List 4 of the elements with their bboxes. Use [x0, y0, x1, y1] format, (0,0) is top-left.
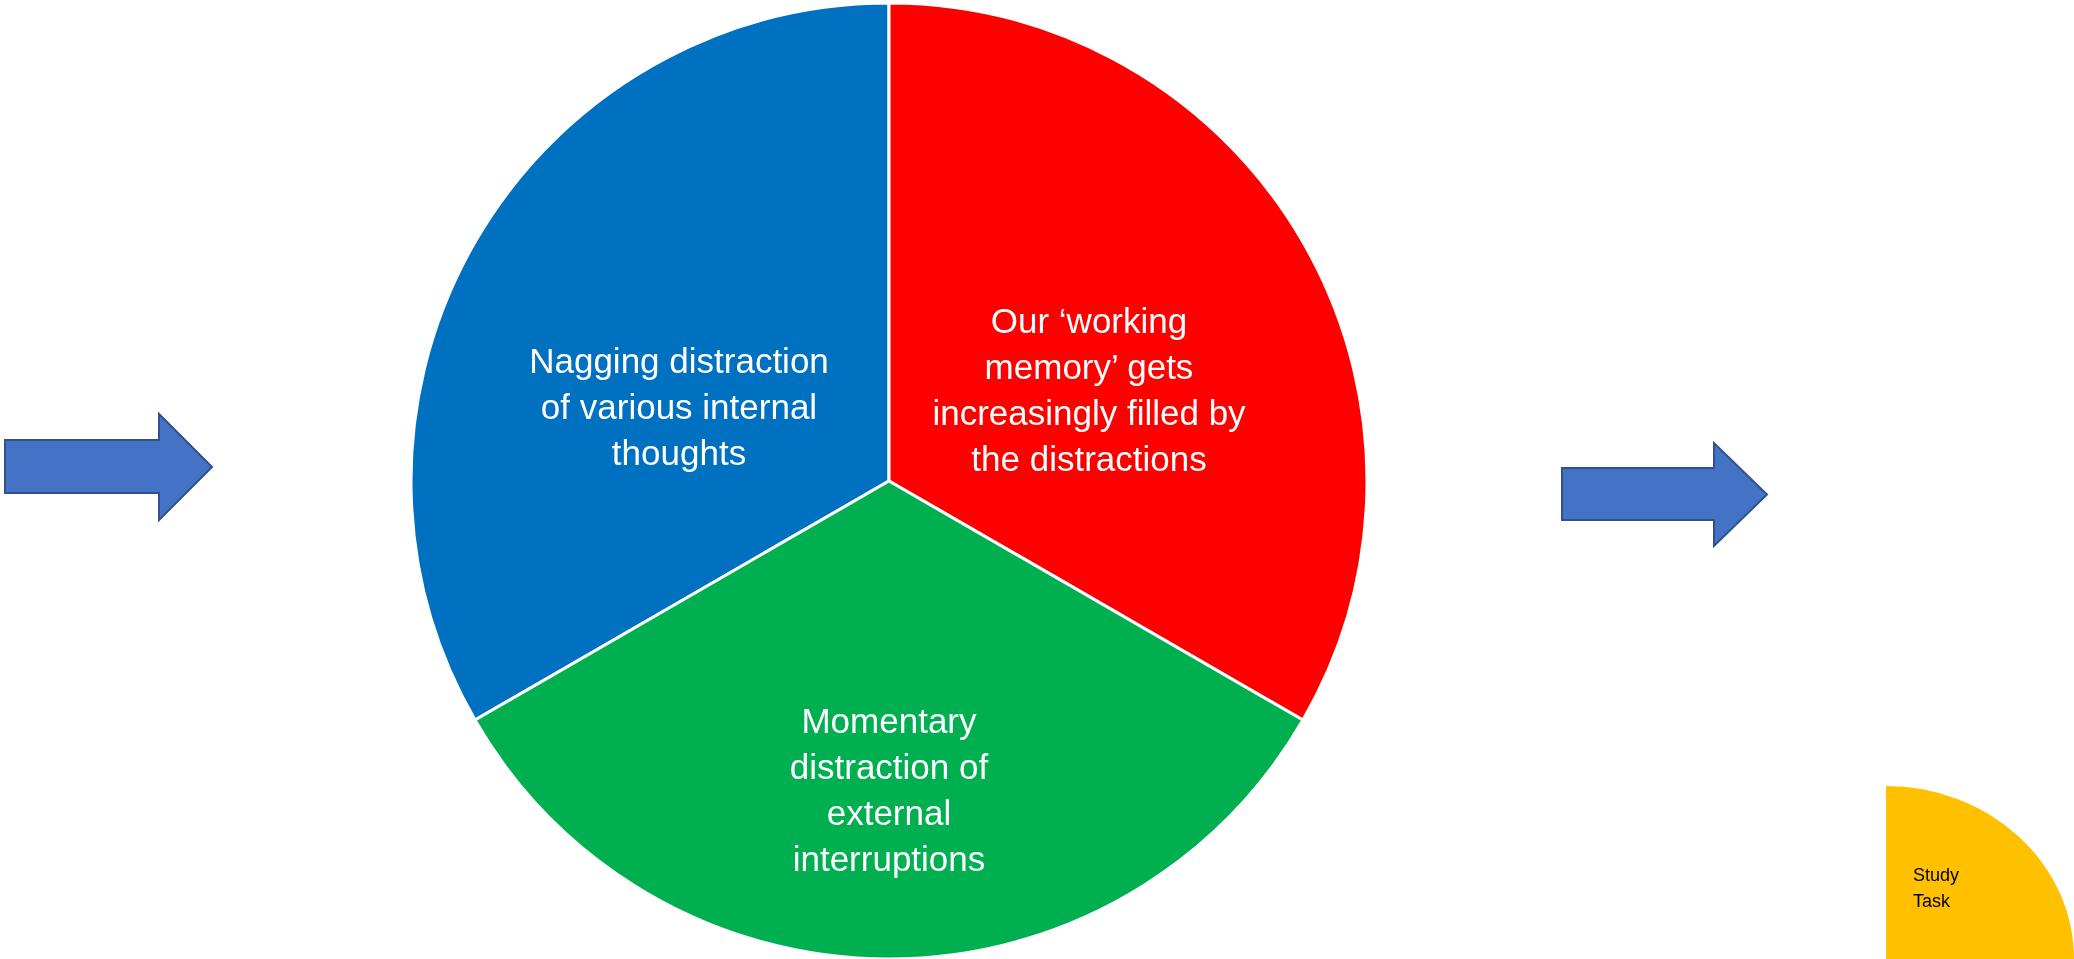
- slice-text: Momentary distraction of external interruptions: [788, 700, 990, 880]
- slice-text: Nagging distraction of various internal thoughts: [529, 340, 829, 474]
- slice-text: Our ‘working memory’ gets increasingly filled by the distractions: [931, 300, 1247, 480]
- task-label: Study Task: [1913, 864, 1961, 913]
